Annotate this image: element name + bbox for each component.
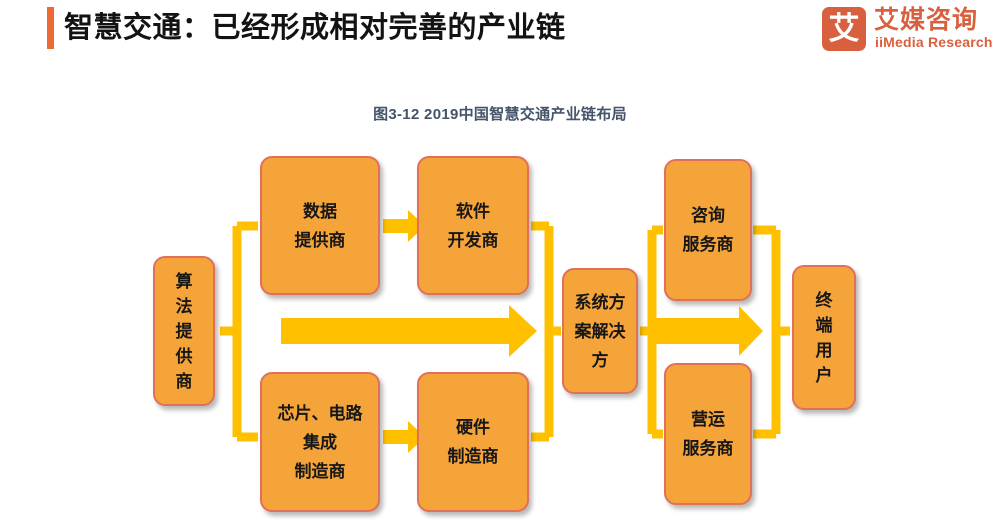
node-system-solution-provider[interactable]: 系统方 案解决 方 (562, 268, 638, 394)
node-line: 系统方 (574, 292, 626, 312)
logo-brand-en: iiMedia Research (875, 34, 993, 50)
node-line: 端 (815, 315, 833, 335)
node-line: 制造商 (294, 461, 346, 481)
node-end-user[interactable]: 终 端 用 户 (792, 265, 856, 410)
figure-caption: 图3-12 2019中国智慧交通产业链布局 (373, 106, 627, 123)
node-hardware-manufacturer[interactable]: 硬件 制造商 (417, 372, 529, 512)
logo-mark-icon: 艾 (822, 7, 866, 51)
node-chip-circuit-manufacturer[interactable]: 芯片、电路 集成 制造商 (260, 372, 380, 512)
node-line: 提 (175, 321, 193, 341)
node-line: 开发商 (447, 230, 499, 250)
node-operation-service-provider[interactable]: 营运 服务商 (664, 363, 752, 505)
node-line: 户 (815, 365, 833, 385)
node-line: 用 (815, 340, 833, 360)
arrow-data-to-software (383, 210, 425, 242)
node-line: 提供商 (294, 230, 346, 250)
node-line: 芯片、电路 (277, 403, 363, 423)
arrow-upstream-to-system (281, 305, 537, 357)
node-line: 数据 (303, 201, 337, 221)
node-software-developer[interactable]: 软件 开发商 (417, 156, 529, 295)
node-line: 硬件 (456, 418, 490, 437)
node-line: 法 (175, 296, 193, 316)
arrow-chip-to-hardware (383, 421, 425, 453)
node-line: 终 (815, 290, 833, 310)
node-line: 咨询 (691, 206, 725, 225)
node-line: 营运 (691, 410, 725, 429)
node-line: 方 (591, 350, 609, 370)
node-line: 商 (175, 371, 193, 391)
node-algorithm-provider[interactable]: 算 法 提 供 商 (153, 256, 215, 406)
node-line: 制造商 (447, 447, 499, 466)
logo-brand-cn: 艾媒咨询 (874, 6, 979, 34)
node-consulting-service-provider[interactable]: 咨询 服务商 (664, 159, 752, 301)
node-line: 服务商 (682, 235, 734, 254)
title-accent-bar (47, 7, 54, 49)
brand-logo: 艾 艾媒咨询 iiMedia Research (822, 6, 992, 53)
page-title: 智慧交通：已经形成相对完善的产业链 (64, 12, 566, 44)
node-line: 服务商 (682, 439, 734, 458)
node-line: 软件 (456, 201, 490, 221)
node-line: 供 (175, 346, 193, 366)
node-data-provider[interactable]: 数据 提供商 (260, 156, 380, 295)
page-header: 智慧交通：已经形成相对完善的产业链 艾 艾媒咨询 iiMedia Researc… (0, 0, 1000, 62)
arrow-system-to-enduser (656, 306, 763, 356)
node-line: 集成 (303, 432, 337, 452)
node-line: 算 (175, 271, 193, 291)
node-line: 案解决 (574, 321, 626, 341)
